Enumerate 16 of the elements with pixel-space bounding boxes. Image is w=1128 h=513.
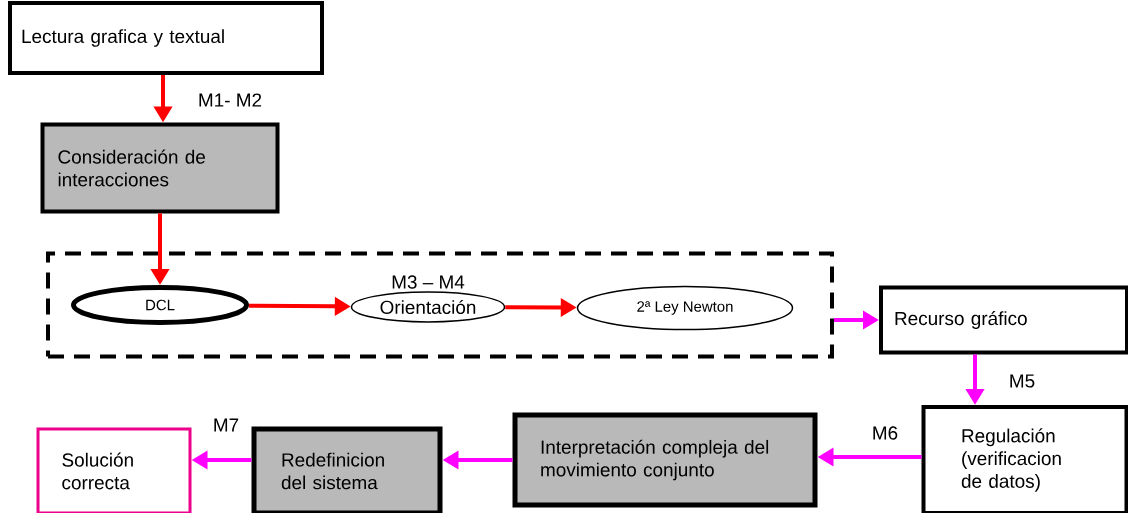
edge-label: M7 bbox=[211, 417, 241, 433]
process-box: Interpretación compleja del movimiento conjunto bbox=[512, 412, 818, 508]
process-box: Regulación (verificacion de datos) bbox=[921, 405, 1128, 513]
dashed-group-box bbox=[46, 251, 834, 359]
ellipse-node: Orientación bbox=[350, 291, 506, 323]
ellipse-node: 2ª Ley Newton bbox=[576, 285, 794, 331]
process-box: Consideración de interacciones bbox=[40, 122, 280, 214]
edge-label: M3 – M4 bbox=[390, 274, 466, 290]
process-box: Solución correcta bbox=[36, 427, 192, 513]
edge-label: M1- M2 bbox=[196, 92, 264, 108]
edge-label: M5 bbox=[1007, 373, 1037, 389]
process-box: Lectura grafica y textual bbox=[8, 1, 324, 75]
ellipse-node: DCL bbox=[71, 285, 249, 325]
edge-label: M6 bbox=[870, 425, 900, 441]
process-box: Recurso gráfico bbox=[879, 285, 1128, 355]
process-box: Redefinicion del sistema bbox=[251, 426, 443, 513]
